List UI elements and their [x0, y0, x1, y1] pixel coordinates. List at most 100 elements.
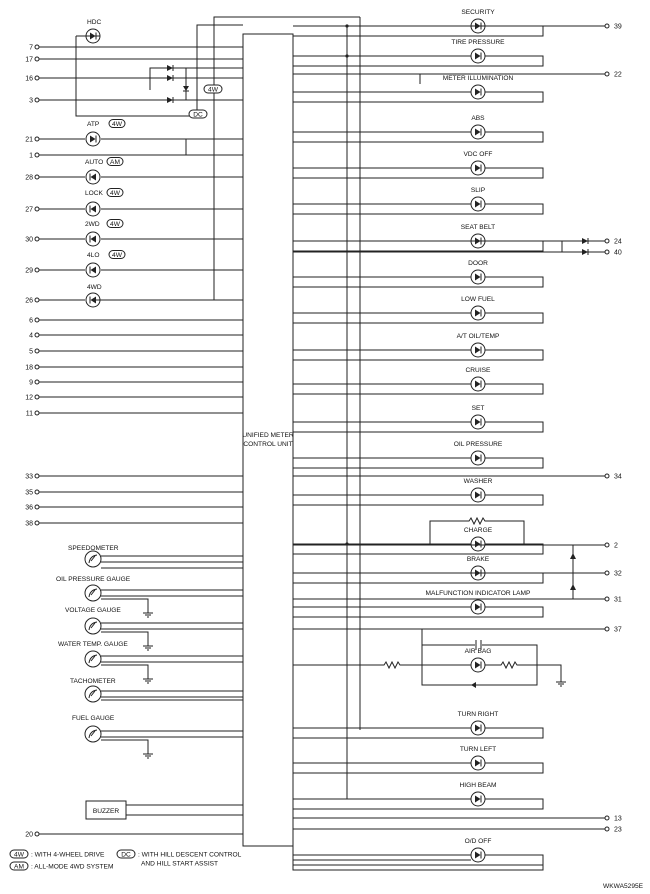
lamp-door: DOOR [293, 260, 544, 288]
common-13-23 [293, 817, 605, 830]
pin-label-9: 9 [29, 380, 33, 387]
pin-label-33: 33 [25, 474, 33, 481]
pin-label-29: 29 [25, 268, 33, 275]
od-off-wire [292, 846, 544, 871]
right-pin-label-40: 40 [614, 250, 622, 257]
svg-text:: WITH 4-WHEEL DRIVE: : WITH 4-WHEEL DRIVE [31, 852, 105, 859]
right-pin-22: 22 [293, 71, 622, 79]
lamp-label-right-0: SECURITY [461, 9, 495, 16]
right-pin-label-13: 13 [614, 816, 622, 823]
common-bus [346, 17, 361, 799]
left-pin-33: 33 [25, 473, 243, 481]
control-unit-label-1: UNIFIED METER [242, 432, 294, 439]
figure-id: WKWA5295E [603, 883, 644, 890]
right-pin-31: 31 [293, 596, 622, 604]
lamp-security: SECURITY [293, 9, 544, 37]
left-pin-4: 4 [29, 332, 243, 340]
lamp-hdc: HDC [85, 19, 102, 44]
left-pin-5: 5 [29, 348, 243, 356]
left-pin-1: 1 [29, 152, 243, 160]
right-pin-label-37: 37 [614, 627, 622, 634]
lamp-tag: 4W [112, 121, 123, 128]
lamp-label-4lo: 4LO [87, 252, 99, 259]
tag-4w-top: 4W [203, 84, 223, 94]
left-pin-6: 6 [29, 317, 243, 325]
gauge-0: SPEEDOMETER [68, 545, 243, 569]
tag-dc-top: DC [188, 109, 208, 119]
pin-label-5: 5 [29, 349, 33, 356]
pin-label-38: 38 [25, 521, 33, 528]
lamp-label-right-18: TURN RIGHT [458, 711, 499, 718]
svg-text:DC: DC [193, 112, 203, 119]
pin-label-16: 16 [25, 76, 33, 83]
lamp-label-right-5: SLIP [471, 187, 486, 194]
diode-network [149, 65, 243, 103]
lamp-label-right-11: SET [472, 405, 485, 412]
seat-belt-diodes [561, 238, 605, 255]
lamp-label-lock: LOCK [85, 190, 104, 197]
lamp-low-fuel: LOW FUEL [293, 296, 544, 324]
lamp-turn-right: TURN RIGHT [293, 711, 544, 739]
lamp-seat-belt: SEAT BELT [293, 224, 544, 252]
right-pin-32: 32 [293, 570, 622, 578]
lamp-o-d-off: O/D OFF [293, 838, 544, 866]
right-pin-label-2: 2 [614, 543, 618, 550]
pin-label-35: 35 [25, 490, 33, 497]
gauge-label-2: VOLTAGE GAUGE [65, 607, 121, 614]
right-pin-34: 34 [293, 473, 622, 481]
lamp-label-right-21: O/D OFF [465, 838, 492, 845]
svg-text:DC: DC [121, 852, 131, 859]
pin-label-7: 7 [29, 45, 33, 52]
buzzer-wire [126, 804, 243, 816]
pin-label-18: 18 [25, 365, 33, 372]
gauge-2: VOLTAGE GAUGE [65, 607, 243, 651]
right-pin-label-31: 31 [614, 597, 622, 604]
pin-label-12: 12 [25, 395, 33, 402]
left-pin-35: 35 [25, 489, 243, 497]
left-pin-28: 28 [25, 174, 243, 182]
lamp-atp: ATP 4W [85, 119, 126, 147]
left-pin-16: 16 [25, 75, 243, 83]
lamp-tag: 4W [112, 252, 123, 259]
right-pin-24: 24 [293, 238, 622, 246]
lamp-air-bag: AIR BAG [465, 648, 491, 673]
left-pin-30: 30 [25, 236, 243, 244]
right-pin-23: 23 [293, 826, 622, 834]
gauge-label-0: SPEEDOMETER [68, 545, 119, 552]
lamp-label-2wd: 2WD [85, 221, 100, 228]
hdc-loop [75, 24, 243, 117]
lamp-label-right-13: WASHER [464, 478, 493, 485]
buzzer-box [85, 800, 127, 820]
legend: 4W : WITH 4-WHEEL DRIVE AM : ALL-MODE 4W… [9, 849, 242, 871]
left-pin-27: 27 [25, 206, 243, 214]
lamp-label-right-7: DOOR [468, 260, 488, 267]
pin-label-27: 27 [25, 207, 33, 214]
left-pin-18: 18 [25, 364, 243, 372]
atp-loop [39, 139, 187, 156]
brake-diodes [570, 545, 605, 600]
right-pin-13: 13 [293, 815, 622, 823]
pin-label-36: 36 [25, 505, 33, 512]
pin-label-11: 11 [26, 411, 33, 418]
gauge-4: TACHOMETER [70, 678, 243, 703]
right-pin-label-39: 39 [614, 24, 622, 31]
right-pin-39: 39 [293, 23, 622, 31]
svg-text:AND HILL START ASSIST: AND HILL START ASSIST [141, 861, 218, 868]
left-pin-11: 11 [26, 410, 243, 418]
left-pin-29: 29 [25, 267, 243, 275]
lamp-a-t-oil-temp: A/T OIL/TEMP [293, 333, 544, 361]
lamp-label-right-1: TIRE PRESSURE [451, 39, 505, 46]
unified-meter-control-unit [242, 33, 294, 847]
lamp-label-atp: ATP [87, 121, 100, 128]
left-pin-3: 3 [29, 97, 243, 105]
lamp-label-right-20: HIGH BEAM [459, 782, 496, 789]
gauge-label-3: WATER TEMP. GAUGE [58, 641, 128, 648]
buzzer-label: BUZZER [93, 808, 120, 815]
lamp-label-right-2: METER ILLUMINATION [443, 75, 514, 82]
gauge-label-5: FUEL GAUGE [72, 715, 115, 722]
lamp-label-right-14: CHARGE [464, 527, 493, 534]
lamp-label-right-16: MALFUNCTION INDICATOR LAMP [426, 590, 531, 597]
svg-text:: ALL-MODE 4WD SYSTEM: : ALL-MODE 4WD SYSTEM [31, 864, 113, 871]
